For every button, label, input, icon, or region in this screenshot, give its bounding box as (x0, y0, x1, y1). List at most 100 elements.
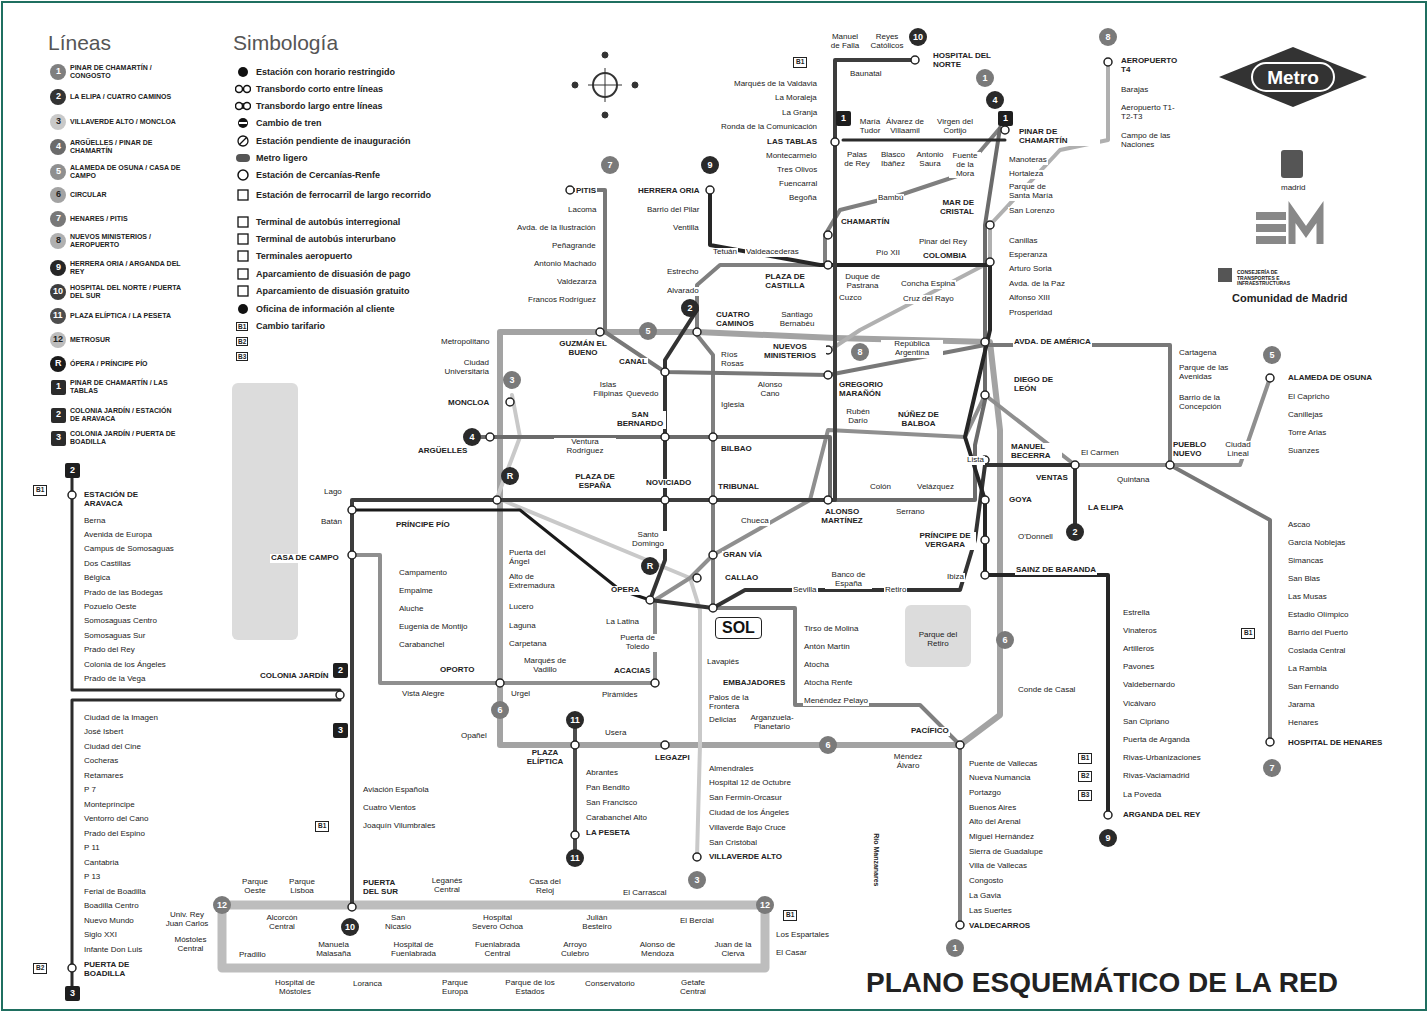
station-name: Torre Arias (1287, 429, 1327, 438)
station-name: San Blas (1287, 575, 1321, 584)
symbol-sample (235, 65, 251, 79)
node-text: 1 (1003, 114, 1008, 123)
station-name: Manoteras (1008, 156, 1048, 165)
fare-zone-badge: B1 (1241, 628, 1255, 639)
station-name: Antón Martín (803, 643, 851, 652)
station-name: García Noblejas (1287, 539, 1346, 548)
station-name: Arroyo Culebro (554, 941, 596, 959)
station-name: Peñagrande (551, 242, 597, 251)
logo-text: CONSEJERÍA DE TRANSPORTES E INFRAESTRUCT… (1236, 270, 1313, 287)
fare-zone-badge: B2 (1078, 771, 1092, 782)
station-name: Lucero (508, 603, 534, 612)
light-rail-badge: 2 (333, 663, 348, 678)
station-name: Móstoles Central (167, 936, 214, 954)
station-name: Suanzes (1287, 447, 1320, 456)
station-name: Barajas (1120, 86, 1149, 95)
major-station-name: PUERTA DE BOADILLA (83, 961, 145, 979)
station-name: Palas de Rey (842, 151, 872, 169)
light-rail-badge: 1 (836, 111, 851, 126)
station-name: Montepríncipe (83, 801, 136, 810)
em-logo (1292, 212, 1320, 244)
station-name: Aviación Española (362, 786, 430, 795)
major-station-name: DIEGO DE LEÓN (1013, 376, 1065, 394)
legend-text: Terminales aeropuerto (256, 251, 446, 261)
station-name: Esperanza (1008, 251, 1048, 260)
station-name: Montecarmelo (765, 152, 818, 161)
major-station-name: SAINZ DE BARANDA (1015, 566, 1097, 575)
symbol-part (244, 86, 251, 93)
station-name: Pradillo (238, 951, 267, 960)
legend-text: COLONIA JARDÍN / ESTACIÓN DE ARAVACA (70, 407, 182, 423)
station-name: Metropolitano (440, 338, 490, 347)
major-station-name: HERRERA ORIA (637, 187, 700, 196)
station-name: Estrella (1122, 609, 1151, 618)
station-name: Artilleros (1122, 645, 1155, 654)
node-text: B1 (796, 59, 804, 66)
station-name: P 11 (83, 844, 101, 853)
station-name: Valdezarza (556, 278, 597, 287)
station-name: Los Espartales (775, 931, 830, 940)
station-name: Las Musas (1287, 593, 1328, 602)
node-text: 11 (570, 854, 580, 863)
node-text: B3 (1081, 792, 1089, 799)
major-station-name: VALDECARROS (968, 922, 1031, 931)
station-name: Estrecho (666, 268, 700, 277)
legend-text: Terminal de autobús interurbano (256, 234, 446, 244)
station-name: Jarama (1287, 701, 1316, 710)
station-name: Miguel Hernández (968, 833, 1035, 842)
light-rail-badge: 3 (65, 986, 80, 1001)
major-station-name: LA ELIPA (1087, 504, 1125, 513)
station-name: Iglesia (720, 401, 745, 410)
station-name: Villa de Vallecas (968, 862, 1028, 871)
symbol-part (238, 67, 248, 77)
fare-zone-code: B2 (236, 337, 248, 346)
station-name: Somosaguas Sur (83, 632, 146, 641)
major-station-name: ESTACIÓN DE ARAVACA (83, 491, 155, 509)
park-name: Parque del Retiro (912, 631, 964, 649)
symbol-part (238, 269, 248, 279)
major-station-name: COLOMBIA (922, 252, 968, 261)
line-10 (352, 60, 915, 907)
station-name: Antonio Machado (533, 260, 597, 269)
symbol-sample (235, 302, 251, 316)
legend-text: PLAZA ELÍPTICA / LA PESETA (70, 312, 182, 320)
symbol-sample (235, 82, 251, 96)
station-name: Congosto (968, 877, 1004, 886)
line-badge: 6 (819, 736, 837, 754)
station-name: Chueca (740, 517, 770, 526)
station-name: Avenida de Europa (83, 531, 153, 540)
station-name: El Casar (775, 949, 808, 958)
em-logo (1256, 224, 1286, 232)
line-1 (697, 128, 1000, 925)
station-name: Ventura Rodríguez (554, 438, 616, 456)
major-station-name: CHAMARTÍN (840, 218, 890, 227)
symbol-part (239, 137, 247, 145)
station-name: San Nicasio (377, 914, 419, 932)
symbol-sample (235, 168, 251, 182)
station-name: José Isbert (83, 728, 124, 737)
station-name: Portazgo (968, 789, 1002, 798)
line-number: 7 (56, 214, 61, 224)
major-station-name: PLAZA DE CASTILLA (754, 273, 816, 291)
station-name: Campus de Somosaguas (83, 545, 175, 554)
major-station-name: AVDA. DE AMÉRICA (1013, 338, 1092, 347)
station-name: Álvarez de Villaamil (883, 118, 927, 136)
station-name: San Francisco (585, 799, 638, 808)
node-text: 2 (687, 304, 692, 313)
map-title: PLANO ESQUEMÁTICO DE LA RED (866, 967, 1338, 999)
station-name: Arganzuela-Planetario (736, 714, 808, 732)
station-name: Pío XII (875, 249, 901, 258)
station-name: Concha Espina (900, 280, 956, 289)
line-badge: 11 (566, 711, 584, 729)
station-name: Duque de Pastrana (839, 273, 886, 291)
station-name: Hortaleza (1008, 170, 1044, 179)
metro-lines (72, 60, 1270, 993)
node-text: 7 (607, 161, 612, 170)
station-name: Siglo XXI (83, 931, 118, 940)
line-badge: 8 (851, 343, 869, 361)
symbol-sample (235, 249, 251, 263)
station-name: Lago (323, 488, 343, 497)
line-badge: 8 (1099, 28, 1117, 46)
symbol-part (238, 190, 248, 200)
